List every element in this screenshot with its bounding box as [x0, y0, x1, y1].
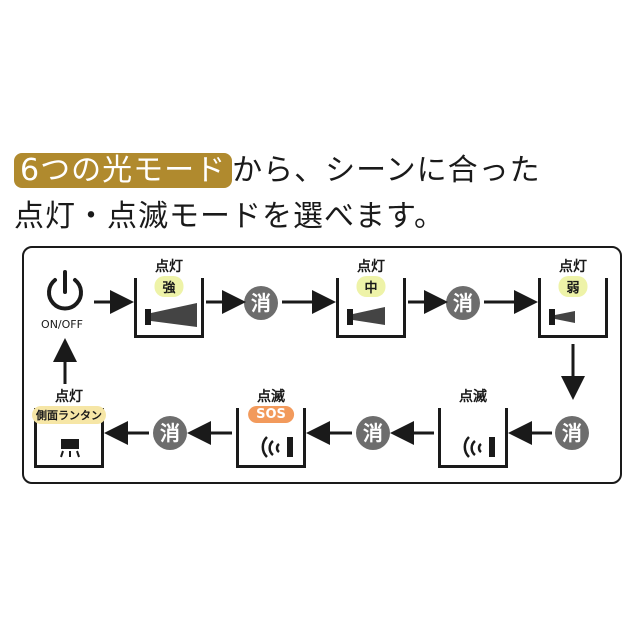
mode-title: 点灯 [55, 389, 83, 405]
off-step-3: 消 [555, 416, 589, 450]
off-step-4: 消 [356, 416, 390, 450]
mode-pill: 弱 [558, 276, 588, 297]
mode-title: 点灯 [155, 259, 183, 275]
off-step-5: 消 [153, 416, 187, 450]
heading: 6つの光モードから、シーンに合った 点灯・点滅モードを選べます。 [14, 148, 634, 240]
mode-pill: SOS [248, 406, 294, 423]
heading-highlight: 6つの光モード [14, 153, 233, 188]
mode-box-weak: 点灯 弱 [538, 259, 608, 338]
off-step-1: 消 [244, 286, 278, 320]
heading-rest-line1: から、シーンに合った [232, 153, 541, 188]
mode-title: 点灯 [559, 259, 587, 275]
mode-pill: 強 [154, 276, 184, 297]
mode-pill: 中 [356, 276, 386, 297]
mode-pill: 側面ランタン [32, 406, 106, 424]
mode-box-lantern: 点灯 側面ランタン [32, 389, 106, 468]
blink-waves-icon [261, 436, 293, 458]
blink-waves-icon [463, 436, 495, 458]
side-lantern-icon [60, 439, 80, 458]
power-label: ON/OFF [41, 318, 83, 331]
mode-box-blink: 点滅 [438, 389, 508, 468]
off-step-2: 消 [446, 286, 480, 320]
mode-title: 点灯 [357, 259, 385, 275]
flashlight-beam-wide-icon [145, 303, 197, 327]
mode-title: 点滅 [459, 389, 487, 405]
power-icon [47, 270, 83, 311]
mode-title: 点滅 [257, 389, 285, 405]
heading-line2: 点灯・点滅モードを選べます。 [14, 199, 445, 234]
mode-box-strong: 点灯 強 [134, 259, 204, 338]
mode-box-sos: 点滅 SOS [236, 389, 306, 468]
mode-box-medium: 点灯 中 [336, 259, 406, 338]
flashlight-beam-narrow-icon [549, 309, 575, 325]
flashlight-beam-medium-icon [347, 307, 385, 325]
